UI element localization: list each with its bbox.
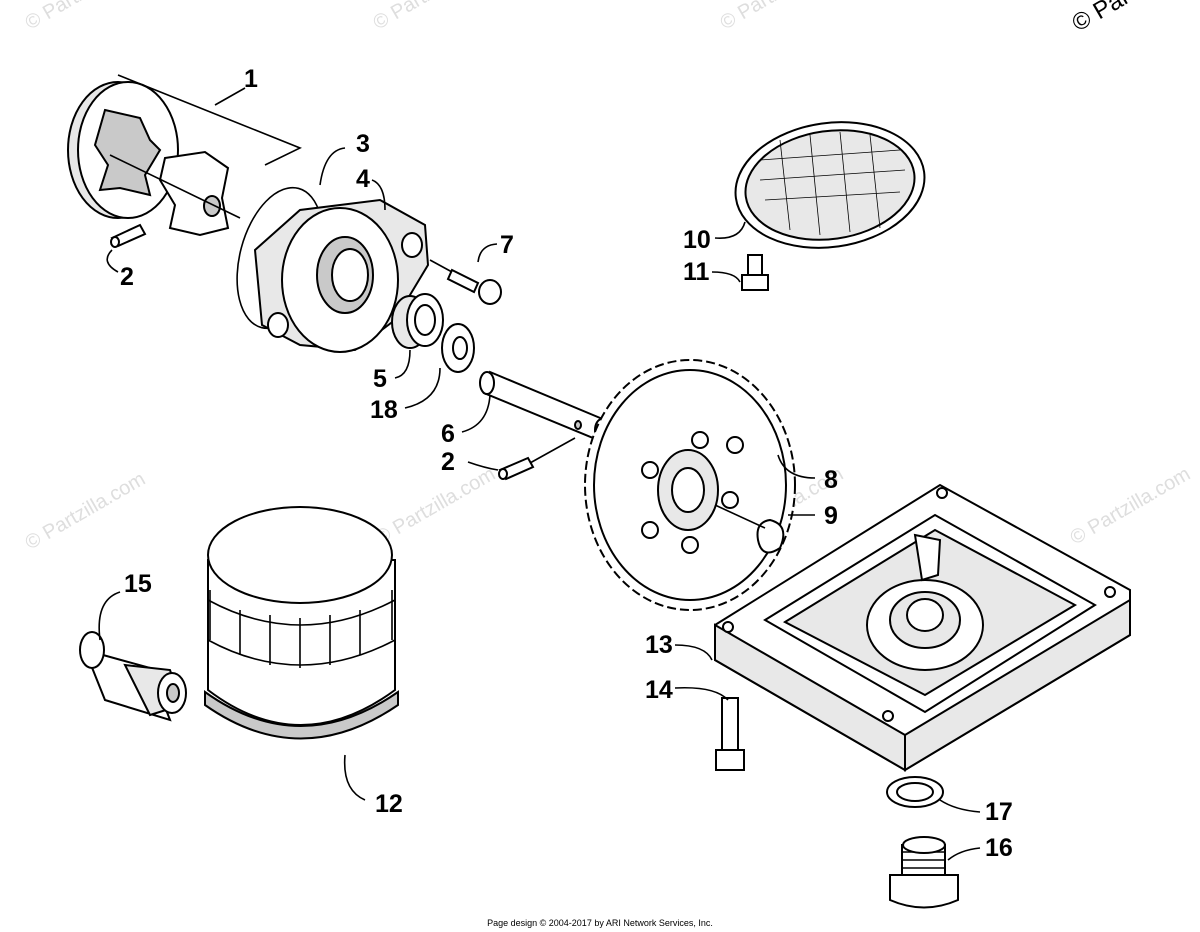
watermark: © Partzilla.com xyxy=(370,0,498,34)
callout-label: 17 xyxy=(985,798,1013,826)
callout-label: 10 xyxy=(683,226,711,254)
leader-line xyxy=(467,461,499,471)
callout-label: 4 xyxy=(356,165,370,193)
leader-line xyxy=(711,271,741,283)
callout-label: 18 xyxy=(370,396,398,424)
footer-credit: Page design © 2004-2017 by ARI Network S… xyxy=(487,918,713,928)
driven-gear[interactable] xyxy=(584,359,796,611)
callout-label: 15 xyxy=(124,570,152,598)
leader-line xyxy=(429,259,453,273)
watermark: © Partzilla.com xyxy=(717,0,845,34)
leader-line xyxy=(947,847,981,861)
washer[interactable] xyxy=(441,323,475,373)
oil-filter[interactable] xyxy=(204,506,399,740)
callout-label: 12 xyxy=(375,790,403,818)
callout-label: 1 xyxy=(244,65,258,93)
gasket[interactable] xyxy=(886,776,944,808)
pin[interactable] xyxy=(110,223,147,248)
callout-label: 13 xyxy=(645,631,673,659)
watermark: © Partzilla.com xyxy=(1067,463,1195,549)
cap-screw[interactable] xyxy=(715,697,745,771)
leader-line xyxy=(477,243,498,263)
callout-label: 2 xyxy=(120,263,134,291)
callout-label: 5 xyxy=(373,365,387,393)
watermark-corner: © Partz xyxy=(1068,0,1151,37)
callout-label: 8 xyxy=(824,466,838,494)
leader-line xyxy=(394,349,411,379)
leader-line xyxy=(343,754,366,801)
filter-screen[interactable] xyxy=(727,110,932,259)
leader-line xyxy=(939,799,981,813)
callout-labels: 1 2 3 4 7 10 11 5 18 6 2 8 9 15 13 14 12… xyxy=(120,65,1013,862)
oil-pan-cover[interactable] xyxy=(714,483,1131,772)
callout-label: 3 xyxy=(356,130,370,158)
leader-line xyxy=(404,367,441,409)
callout-label: 7 xyxy=(500,231,514,259)
pressure-switch[interactable] xyxy=(79,631,187,722)
leader-line xyxy=(674,644,713,661)
watermark: © Partzilla.com xyxy=(372,463,500,549)
watermark: © Partzilla.com xyxy=(22,468,150,554)
callout-label: 16 xyxy=(985,834,1013,862)
leader-line xyxy=(106,249,119,273)
oil-pump-rotor-set[interactable] xyxy=(67,81,241,237)
leader-line xyxy=(319,147,346,186)
leader-line xyxy=(214,87,246,106)
drain-plug[interactable] xyxy=(889,836,959,909)
callout-label: 6 xyxy=(441,420,455,448)
leader-line xyxy=(714,221,746,239)
pump-shaft[interactable] xyxy=(479,370,610,442)
leader-line xyxy=(98,591,121,641)
screw[interactable] xyxy=(446,268,502,305)
snap-ring[interactable] xyxy=(756,518,785,554)
callout-label: 2 xyxy=(441,448,455,476)
leader-line xyxy=(529,437,576,464)
leader-line xyxy=(371,179,386,211)
bearing[interactable] xyxy=(391,293,444,349)
pump-housing[interactable] xyxy=(253,198,430,353)
leader-line xyxy=(714,504,766,529)
callout-label: 11 xyxy=(683,258,710,286)
leader-line xyxy=(674,686,729,701)
leader-line xyxy=(461,394,491,433)
pin[interactable] xyxy=(498,456,535,481)
leader-line xyxy=(777,454,816,479)
callout-label: 9 xyxy=(824,502,838,530)
watermark: © Partzilla.com xyxy=(22,0,150,34)
callout-label: 14 xyxy=(645,676,673,704)
bolt[interactable] xyxy=(741,254,769,291)
leader-line xyxy=(117,74,302,166)
